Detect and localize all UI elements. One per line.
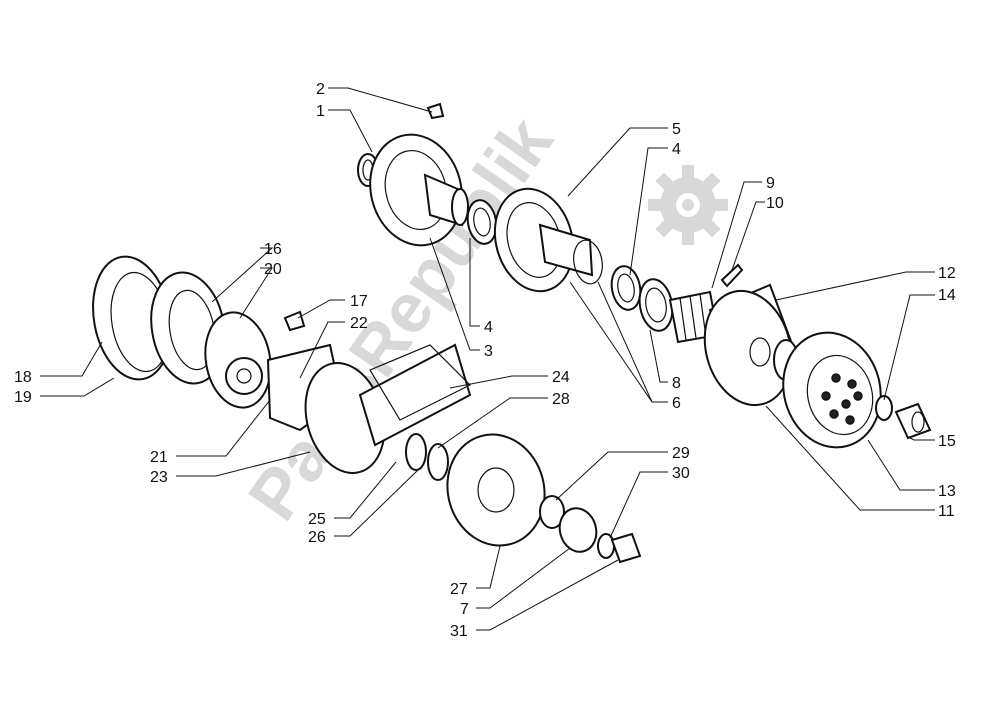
callout-4-lower: 4: [484, 319, 493, 336]
callout-13: 13: [938, 483, 956, 500]
callout-19: 19: [14, 389, 32, 406]
part-gear: [539, 495, 565, 529]
callout-10: 10: [766, 195, 784, 212]
leader-4a: [629, 147, 668, 276]
leader-3: [429, 237, 480, 351]
callout-29: 29: [672, 445, 690, 462]
part-end-nut: [597, 532, 642, 564]
part-movable-pulley: [493, 187, 594, 293]
leader-5: [567, 127, 668, 197]
callout-1: 1: [316, 103, 325, 120]
part-fan-variator: [446, 433, 546, 547]
leader-31: [476, 559, 619, 631]
part-clip: [426, 102, 445, 120]
callout-21: 21: [150, 449, 168, 466]
callout-26: 26: [308, 529, 326, 546]
callout-8: 8: [672, 375, 681, 392]
leader-14: [883, 294, 935, 401]
leader-12: [775, 271, 935, 301]
callout-9: 9: [766, 175, 775, 192]
callout-11: 11: [938, 503, 955, 520]
callout-numbers: 2 1 5 4 9 10 16 20 12 14 17 22 4 3 18 19…: [14, 81, 956, 640]
callout-20: 20: [264, 261, 282, 278]
leader-9: [711, 181, 762, 289]
leader-6b: [597, 281, 653, 403]
leader-lines: [40, 87, 935, 631]
callout-14: 14: [938, 287, 956, 304]
part-driven-pulley: [304, 343, 472, 474]
leader-18: [40, 341, 103, 377]
callout-25: 25: [308, 511, 326, 528]
part-pin: [720, 263, 744, 288]
leader-26: [334, 469, 419, 537]
callout-23: 23: [150, 469, 168, 486]
leader-4b: [469, 238, 480, 327]
callout-18: 18: [14, 369, 32, 386]
part-o-ring: [573, 239, 603, 285]
callout-6: 6: [672, 395, 681, 412]
leader-11: [765, 405, 935, 511]
leader-19: [40, 377, 115, 397]
leader-30: [609, 471, 668, 539]
leader-22: [299, 321, 345, 379]
callout-28: 28: [552, 391, 570, 408]
callout-4: 4: [672, 141, 681, 158]
leader-21: [176, 399, 271, 457]
leader-7: [476, 547, 571, 609]
callout-22: 22: [350, 315, 368, 332]
leader-17: [297, 299, 345, 319]
callout-24: 24: [552, 369, 570, 386]
leader-10: [731, 201, 765, 271]
callout-5: 5: [672, 121, 681, 138]
callout-2: 2: [316, 81, 325, 98]
callout-27: 27: [450, 581, 468, 598]
leader-8: [649, 329, 668, 383]
leader-29: [555, 451, 668, 501]
leader-1: [328, 109, 373, 153]
leader-20: [239, 267, 273, 319]
part-nut: [894, 402, 932, 440]
callout-30: 30: [672, 465, 690, 482]
leader-2: [328, 87, 433, 113]
part-clutch-bell: [782, 331, 882, 449]
leader-16: [211, 247, 274, 303]
part-small-clip: [283, 310, 306, 332]
leader-23: [176, 451, 311, 477]
callout-3: 3: [484, 343, 493, 360]
callout-7: 7: [460, 601, 469, 618]
part-cup: [558, 507, 598, 553]
part-bearing-ring: [610, 265, 642, 311]
leader-27: [476, 545, 501, 589]
callout-15: 15: [938, 433, 956, 450]
part-small-washer: [875, 395, 893, 421]
callout-12: 12: [938, 265, 956, 282]
leader-25: [334, 461, 397, 519]
part-belt: [369, 344, 472, 421]
part-pulley-washers: [405, 433, 449, 481]
part-sprocket: [225, 357, 263, 395]
callout-31: 31: [450, 623, 468, 640]
leader-24: [449, 375, 548, 389]
leader-15: [905, 435, 935, 441]
part-fixed-pulley: [369, 133, 469, 247]
gear-icon: [648, 165, 728, 245]
leader-13: [867, 439, 935, 491]
callout-16: 16: [264, 241, 282, 258]
callout-17: 17: [350, 293, 368, 310]
leader-28: [437, 397, 548, 449]
